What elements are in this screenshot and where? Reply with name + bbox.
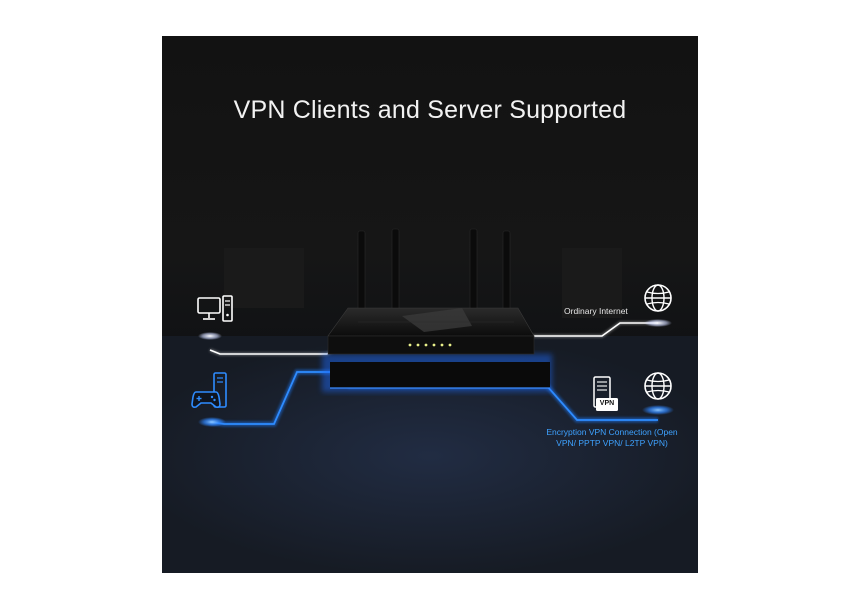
router-icon bbox=[327, 228, 550, 389]
gaming-console-icon bbox=[191, 372, 227, 408]
floor-glow bbox=[162, 336, 698, 573]
page-title: VPN Clients and Server Supported bbox=[233, 96, 627, 124]
background-wall-right bbox=[562, 248, 622, 318]
desktop-node-glow bbox=[198, 332, 222, 340]
product-banner: VPN Clients and Server Supported bbox=[162, 36, 698, 573]
globe-icon bbox=[644, 284, 672, 312]
gamepad-node-glow bbox=[198, 417, 226, 427]
vpn-node-glow bbox=[642, 405, 674, 415]
router-leds bbox=[408, 343, 452, 347]
vpn-badge: VPN bbox=[599, 400, 615, 407]
background-wall-left bbox=[224, 248, 304, 308]
vpn-globe-icon bbox=[644, 372, 672, 400]
vpn-server-icon bbox=[593, 376, 618, 411]
network-scene bbox=[162, 228, 698, 573]
desktop-computer-icon bbox=[197, 295, 233, 322]
ordinary-internet-label: Ordinary Internet bbox=[564, 306, 628, 316]
encryption-vpn-label: Encryption VPN Connection (Open VPN/ PPT… bbox=[546, 427, 678, 448]
internet-node-glow bbox=[644, 319, 672, 327]
